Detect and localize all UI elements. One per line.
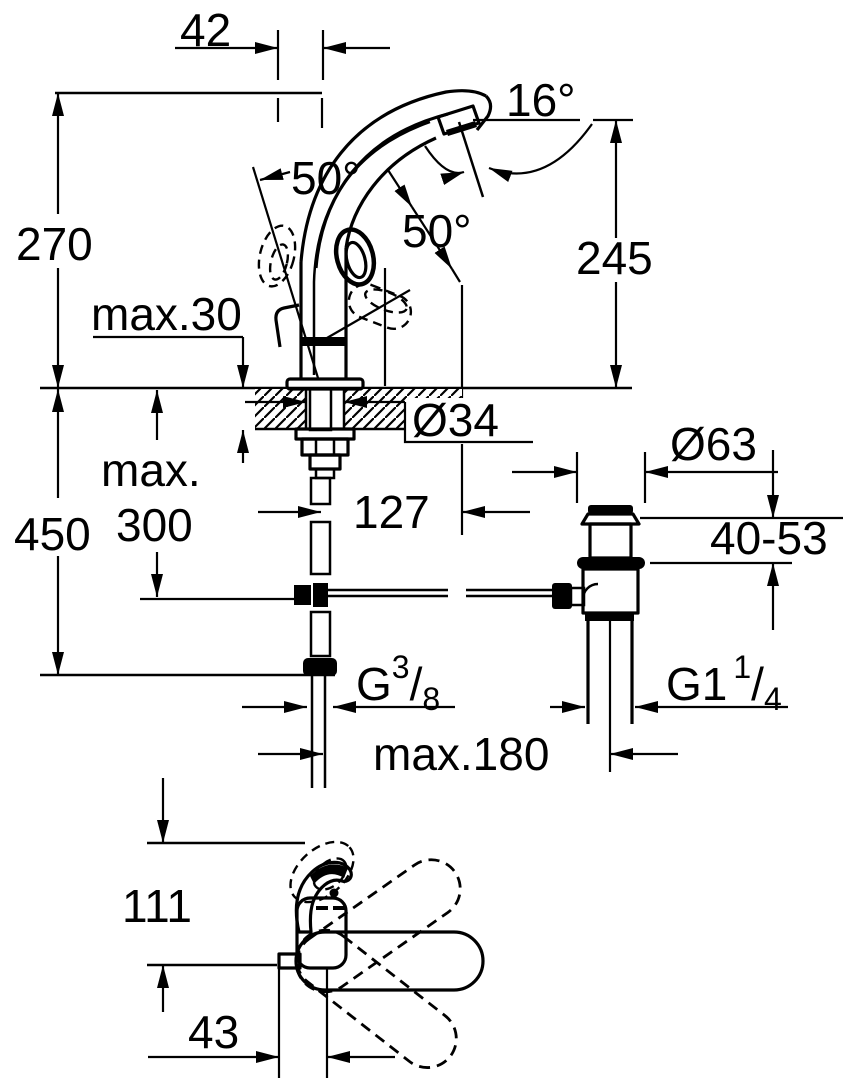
- hole-label-leader: [403, 402, 533, 444]
- pop-up-lever-hook: [274, 303, 300, 348]
- handle-top-accent: [310, 864, 348, 884]
- pop-up-waste-assembly: [552, 505, 645, 772]
- waste-flare: [580, 512, 641, 526]
- supply-hose-segment-2: [309, 520, 332, 576]
- counter-hatch-left: [255, 389, 306, 429]
- faucet-body-band: [300, 337, 347, 346]
- spout-top-view: [294, 930, 485, 992]
- counter-hole-edges: [255, 389, 462, 431]
- dim-spout-height-label: 245: [576, 232, 653, 284]
- rod-connector-step: [569, 586, 586, 607]
- rod-connector-knob: [552, 583, 572, 609]
- handle-down-axis-line: [319, 289, 411, 343]
- handle-dot: [329, 888, 339, 898]
- dim-waste-range-label: 40-53: [710, 512, 828, 564]
- dim-height-label: 270: [16, 218, 93, 270]
- dim-handle-angle-right-label: 50°: [402, 205, 472, 257]
- handle-angle-left-arrow: [259, 168, 291, 182]
- handle-angle-diag-arrow-1: [387, 169, 413, 208]
- faucet-top-view: [277, 840, 485, 1069]
- dim-spout-reach-label: 127: [353, 486, 430, 538]
- dim-connection-depth-label-2: 300: [116, 499, 193, 551]
- spout-top-curve: [299, 89, 487, 263]
- supply-thread-fitting: [303, 658, 337, 676]
- mounting-nut: [300, 437, 350, 457]
- handle-down-position-inner-dashed: [364, 288, 408, 314]
- handle-up-position-dashed: [289, 840, 355, 904]
- faucet-front-view: [257, 89, 493, 391]
- dim-waste-diameter-label: Ø63: [670, 418, 757, 470]
- rod-knob-top-view: [277, 952, 302, 970]
- dim-max-distance-label: max.180: [373, 728, 549, 780]
- handle-loop-outer: [333, 227, 377, 287]
- handle-angle-diag-arrow-2: [411, 206, 453, 270]
- spout-bottom-curve: [344, 136, 437, 249]
- handle-up-inner-dashed: [312, 857, 348, 891]
- spout-middle-curve: [314, 112, 449, 269]
- waste-lower-body: [581, 567, 640, 615]
- spout-angle-arc-right: [488, 123, 593, 182]
- handle-top-view: [294, 860, 353, 934]
- dim-rod-offset-label: 43: [188, 1006, 239, 1058]
- dim-body-depth-label: 111: [122, 880, 192, 932]
- threaded-shank: [308, 387, 333, 432]
- dim-hole-diameter-label: Ø34: [412, 394, 499, 446]
- dimension-annotations: 42 270 245 16° 50° 50° max.30 Ø34: [14, 4, 828, 1078]
- faucet-base-plate: [285, 377, 365, 391]
- rod-tee-fitting-right: [313, 583, 328, 607]
- tailpipe-flange: [585, 612, 634, 621]
- spout-tip: [475, 94, 493, 131]
- pop-up-rod: [328, 588, 554, 598]
- spout-swivel-up-dashed: [295, 858, 462, 994]
- dim-hose-length-label: 450: [14, 508, 91, 560]
- spout-angle-line: [457, 121, 485, 198]
- waste-upper-body: [588, 522, 633, 560]
- spout-angle-arc-left: [424, 145, 465, 185]
- spout-swivel-down-dashed: [295, 928, 458, 1069]
- shank-adapter: [308, 453, 342, 471]
- dim-connection-depth-label-1: max.: [101, 444, 201, 496]
- handle-loop-inner: [344, 240, 368, 280]
- waste-plug-top: [588, 505, 633, 514]
- dim-spout-angle-label: 16°: [506, 74, 576, 126]
- rod-tee-fitting-left: [294, 585, 311, 605]
- handle-angle-diag-tail: [451, 268, 461, 283]
- underdeck-assembly: [294, 387, 554, 788]
- handle-left-position-inner-dashed: [268, 243, 290, 281]
- hole-label-backing: [406, 398, 506, 444]
- dim-deck-thickness-label: max.30: [91, 288, 242, 340]
- aerator-outline: [436, 104, 481, 136]
- handle-left-position-dashed: [257, 224, 297, 288]
- handle-angle-left-line: [251, 166, 320, 379]
- dim-handle-angle-left-label: 50°: [291, 152, 361, 204]
- supply-hose-segment-3: [309, 610, 332, 658]
- supply-hose-segment-1: [309, 476, 332, 506]
- waste-flange-ring: [577, 557, 645, 569]
